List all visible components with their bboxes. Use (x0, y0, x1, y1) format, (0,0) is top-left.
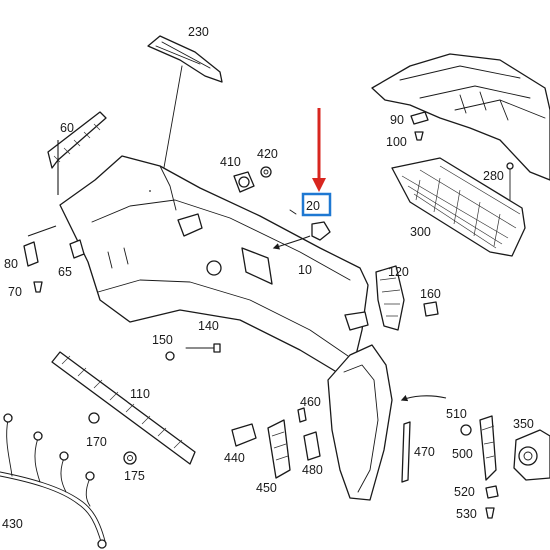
part-100-screw (414, 131, 424, 141)
label-450[interactable]: 450 (256, 481, 277, 495)
part-80-bracket (23, 241, 39, 267)
label-500[interactable]: 500 (452, 447, 473, 461)
part-350-towing-module (513, 429, 550, 481)
part-60-bracket (47, 111, 107, 169)
upper-right-panel (371, 53, 550, 181)
part-530-screw (485, 507, 495, 519)
lower-bumper-extension (327, 311, 393, 501)
part-150-washer (165, 351, 175, 361)
part-10-bumper (59, 155, 369, 381)
part-510-nut (460, 424, 472, 436)
part-460-clips (297, 407, 307, 423)
label-410[interactable]: 410 (220, 155, 241, 169)
label-60[interactable]: 60 (60, 121, 74, 135)
part-110-strip (51, 351, 196, 465)
label-230[interactable]: 230 (188, 25, 209, 39)
label-520[interactable]: 520 (454, 485, 475, 499)
label-470[interactable]: 470 (414, 445, 435, 459)
label-460[interactable]: 460 (300, 395, 321, 409)
label-80[interactable]: 80 (4, 257, 18, 271)
label-140[interactable]: 140 (198, 319, 219, 333)
part-470-strip (401, 421, 411, 483)
part-160-clip (423, 301, 439, 317)
leader-lines (27, 140, 447, 402)
red-indicator-arrow (312, 108, 326, 192)
label-300[interactable]: 300 (410, 225, 431, 239)
label-20[interactable]: 20 (306, 199, 320, 213)
label-120[interactable]: 120 (388, 265, 409, 279)
part-65-clip (69, 239, 85, 259)
part-175-nut (123, 451, 137, 465)
part-480-plate (303, 431, 321, 461)
label-65[interactable]: 65 (58, 265, 72, 279)
part-20-cap (289, 209, 331, 241)
part-450-bracket (267, 419, 291, 479)
label-350[interactable]: 350 (513, 417, 534, 431)
label-480[interactable]: 480 (302, 463, 323, 477)
part-420-ring (260, 166, 272, 178)
highlight-box (301, 192, 332, 217)
label-150[interactable]: 150 (152, 333, 173, 347)
label-420[interactable]: 420 (257, 147, 278, 161)
label-90[interactable]: 90 (390, 113, 404, 127)
part-140-bolt (185, 343, 221, 353)
label-280[interactable]: 280 (483, 169, 504, 183)
part-280-stud (506, 162, 514, 201)
part-410-sensor (233, 171, 255, 193)
label-70[interactable]: 70 (8, 285, 22, 299)
part-520-clip (485, 485, 499, 499)
label-160[interactable]: 160 (420, 287, 441, 301)
part-90-clip (410, 111, 429, 125)
part-430-wiring-harness (0, 413, 107, 549)
label-440[interactable]: 440 (224, 451, 245, 465)
label-510[interactable]: 510 (446, 407, 467, 421)
part-labels: 230 60 410 420 20 90 100 280 300 80 65 7… (2, 25, 534, 531)
label-10[interactable]: 10 (298, 263, 312, 277)
part-440-cover (231, 423, 257, 447)
part-120-bracket (375, 265, 405, 331)
label-110[interactable]: 110 (130, 387, 150, 401)
label-530[interactable]: 530 (456, 507, 477, 521)
part-170-nut (88, 412, 100, 424)
part-500-bracket (479, 415, 497, 481)
part-70-screw (33, 281, 43, 293)
label-170[interactable]: 170 (86, 435, 107, 449)
label-430[interactable]: 430 (2, 517, 23, 531)
label-100[interactable]: 100 (386, 135, 407, 149)
part-300-grille (391, 157, 526, 257)
label-175[interactable]: 175 (124, 469, 145, 483)
